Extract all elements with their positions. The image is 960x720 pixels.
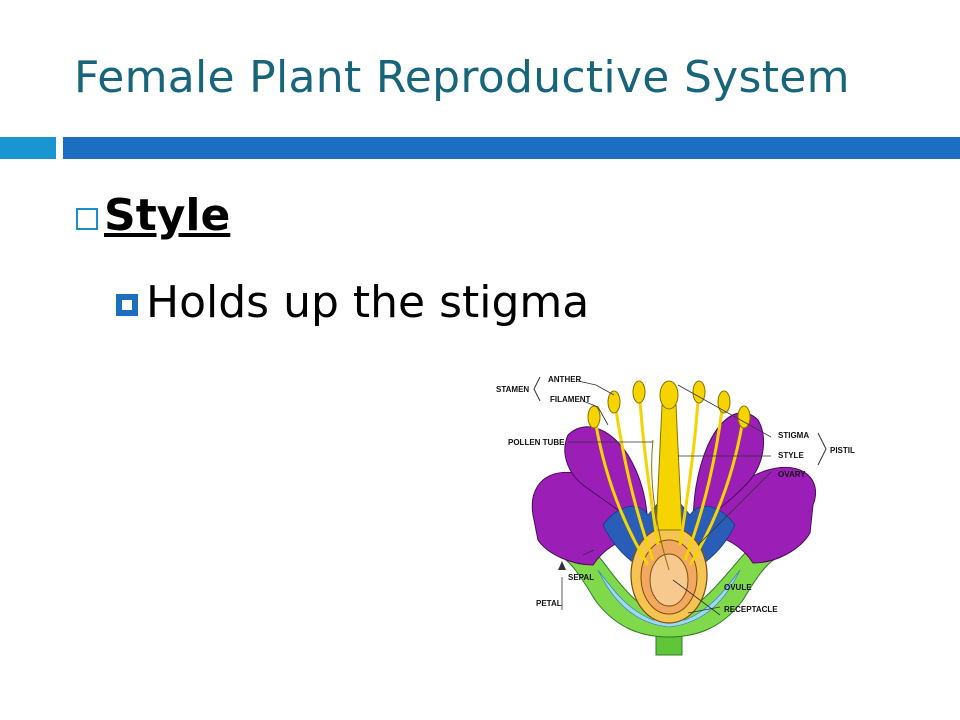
label-style: STYLE — [778, 451, 804, 460]
flower-diagram: STAMEN ANTHER FILAMENT POLLEN TUBE STIGM… — [496, 375, 855, 656]
label-pistil: PISTIL — [830, 446, 855, 455]
sub-bullet-holds-stigma: Holds up the stigma — [116, 277, 589, 328]
slide-title: Female Plant Reproductive System — [74, 52, 850, 103]
pistil-bracket — [817, 432, 827, 466]
stigma — [659, 380, 679, 410]
label-filament: FILAMENT — [550, 395, 591, 404]
pollen-tube — [651, 439, 670, 571]
petal-arrow — [558, 561, 566, 570]
sub-bullet-text: Holds up the stigma — [146, 277, 590, 328]
label-stigma: STIGMA — [778, 431, 809, 440]
label-anther: ANTHER — [548, 375, 582, 384]
title-rule — [63, 137, 960, 159]
receptacle — [597, 569, 741, 628]
title-rule-accent — [0, 137, 56, 159]
label-ovule: OVULE — [724, 583, 752, 592]
bullet-style: Style — [76, 190, 230, 241]
label-ovary: OVARY — [778, 470, 806, 479]
label-pollen-tube: POLLEN TUBE — [508, 438, 565, 447]
label-petal: PETAL — [536, 599, 562, 608]
label-stamen: STAMEN — [496, 385, 529, 394]
label-sepal: SEPAL — [568, 573, 594, 582]
ovule — [649, 553, 689, 607]
hollow-square-bullet-icon — [76, 207, 98, 230]
label-lines — [561, 380, 772, 616]
anthers — [587, 380, 751, 429]
style — [655, 404, 683, 531]
stamen-bracket — [533, 376, 541, 402]
bullet-style-label: Style — [104, 190, 231, 241]
filled-square-bullet-icon — [116, 293, 138, 316]
stamens — [594, 399, 744, 566]
label-receptacle: RECEPTACLE — [724, 605, 778, 614]
